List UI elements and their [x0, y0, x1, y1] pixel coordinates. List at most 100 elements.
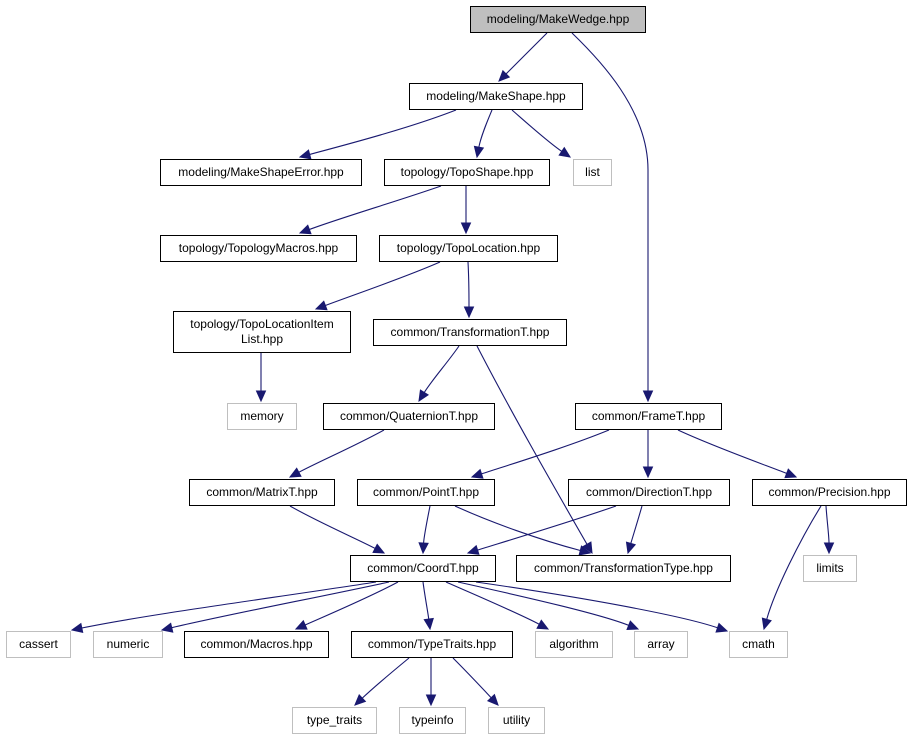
edge-line — [304, 581, 399, 626]
node-makeshape[interactable]: modeling/MakeShape.hpp — [409, 83, 583, 110]
node-box — [384, 159, 550, 186]
node-array[interactable]: array — [634, 631, 688, 658]
nodes-layer: modeling/MakeWedge.hpp modeling/MakeShape… — [6, 6, 907, 734]
edge-framet-to-directiont — [642, 430, 654, 479]
node-typeinfo[interactable]: typeinfo — [399, 707, 466, 734]
edge-typetraits-to-utility — [452, 657, 499, 706]
edge-coordt-to-algorithm — [445, 581, 550, 630]
edge-line — [452, 657, 492, 699]
node-label: common/CoordT.hpp — [367, 561, 479, 575]
node-algorithm[interactable]: algorithm — [535, 631, 613, 658]
node-typetraits[interactable]: common/TypeTraits.hpp — [351, 631, 513, 658]
node-box — [535, 631, 613, 658]
node-box — [350, 555, 496, 582]
node-label: cassert — [19, 637, 58, 651]
node-label: common/DirectionT.hpp — [586, 485, 712, 499]
node-transformationtype[interactable]: common/TransformationType.hpp — [516, 555, 731, 582]
node-topologymacros[interactable]: topology/TopologyMacros.hpp — [160, 235, 357, 262]
node-box — [803, 555, 857, 582]
node-makewedge[interactable]: modeling/MakeWedge.hpp — [470, 6, 646, 33]
edge-line — [467, 261, 470, 308]
node-box — [568, 479, 730, 506]
node-matrixt[interactable]: common/MatrixT.hpp — [189, 479, 335, 506]
node-list[interactable]: list — [573, 159, 612, 186]
edge-line — [478, 109, 493, 148]
node-box — [173, 311, 351, 353]
node-transformationt[interactable]: common/TransformationT.hpp — [373, 319, 567, 346]
edges-layer — [70, 32, 835, 707]
node-cmath[interactable]: cmath — [729, 631, 788, 658]
arrowhead-icon — [294, 619, 308, 630]
node-box — [575, 403, 722, 430]
arrowhead-icon — [298, 149, 312, 160]
edge-line — [571, 32, 649, 391]
node-label: common/Precision.hpp — [768, 485, 890, 499]
node-framet[interactable]: common/FrameT.hpp — [575, 403, 722, 430]
arrowhead-icon — [625, 541, 637, 555]
edge-precision-to-cmath — [761, 505, 822, 631]
edge-coordt-to-cassert — [70, 581, 377, 634]
node-label: list — [585, 165, 600, 179]
arrowhead-icon — [298, 224, 312, 235]
node-label: common/TransformationType.hpp — [534, 561, 713, 575]
edge-topolocation-to-topolocationitemlist — [314, 261, 441, 311]
node-box — [357, 479, 495, 506]
edge-line — [477, 505, 617, 551]
arrowhead-icon — [761, 617, 772, 631]
node-coordt[interactable]: common/CoordT.hpp — [350, 555, 496, 582]
node-label: modeling/MakeShape.hpp — [426, 89, 566, 103]
edge-precision-to-limits — [823, 505, 835, 555]
arrowhead-icon — [642, 390, 654, 403]
node-type_traits[interactable]: type_traits — [292, 707, 377, 734]
edge-line — [825, 505, 830, 544]
node-pointt[interactable]: common/PointT.hpp — [357, 479, 495, 506]
node-label: modeling/MakeShapeError.hpp — [178, 165, 344, 179]
arrowhead-icon — [70, 622, 84, 634]
node-macros[interactable]: common/Macros.hpp — [184, 631, 329, 658]
node-memory[interactable]: memory — [227, 403, 297, 430]
edge-makeshape-to-makeshapeerror — [298, 109, 457, 160]
node-label: type_traits — [307, 713, 362, 727]
node-label: typeinfo — [411, 713, 453, 727]
edge-typetraits-to-type_traits — [354, 657, 410, 706]
node-numeric[interactable]: numeric — [93, 631, 163, 658]
edge-quaterniont-to-matrixt — [288, 429, 385, 478]
node-directiont[interactable]: common/DirectionT.hpp — [568, 479, 730, 506]
arrowhead-icon — [536, 619, 550, 630]
edge-coordt-to-typetraits — [422, 581, 434, 631]
node-box — [409, 83, 583, 110]
node-quaterniont[interactable]: common/QuaternionT.hpp — [323, 403, 495, 430]
edge-line — [171, 581, 390, 629]
arrowhead-icon — [425, 694, 437, 707]
node-label: common/TransformationT.hpp — [391, 325, 550, 339]
node-utility[interactable]: utility — [488, 707, 545, 734]
arrowhead-icon — [418, 542, 429, 555]
edge-line — [630, 505, 643, 544]
node-cassert[interactable]: cassert — [6, 631, 71, 658]
node-limits[interactable]: limits — [803, 555, 857, 582]
node-makeshapeerror[interactable]: modeling/MakeShapeError.hpp — [160, 159, 362, 186]
node-label: modeling/MakeWedge.hpp — [487, 12, 630, 26]
node-label: topology/TopoLocationItem — [190, 317, 333, 331]
node-precision[interactable]: common/Precision.hpp — [752, 479, 907, 506]
node-label: cmath — [742, 637, 775, 651]
arrowhead-icon — [626, 620, 640, 631]
node-label: common/Macros.hpp — [200, 637, 312, 651]
arrowhead-icon — [255, 390, 267, 403]
node-label: List.hpp — [241, 332, 283, 346]
edge-line — [445, 581, 540, 625]
arrowhead-icon — [582, 541, 593, 555]
edge-typetraits-to-typeinfo — [425, 658, 437, 707]
node-label: topology/TopoShape.hpp — [401, 165, 534, 179]
node-box — [516, 555, 731, 582]
node-topolocation[interactable]: topology/TopoLocation.hpp — [379, 235, 558, 262]
node-box — [573, 159, 612, 186]
arrowhead-icon — [288, 467, 302, 478]
edge-line — [505, 32, 548, 75]
node-label: utility — [503, 713, 530, 727]
edge-line — [325, 261, 441, 307]
edge-line — [289, 505, 376, 549]
node-toposhape[interactable]: topology/TopoShape.hpp — [384, 159, 550, 186]
node-box — [292, 707, 377, 734]
